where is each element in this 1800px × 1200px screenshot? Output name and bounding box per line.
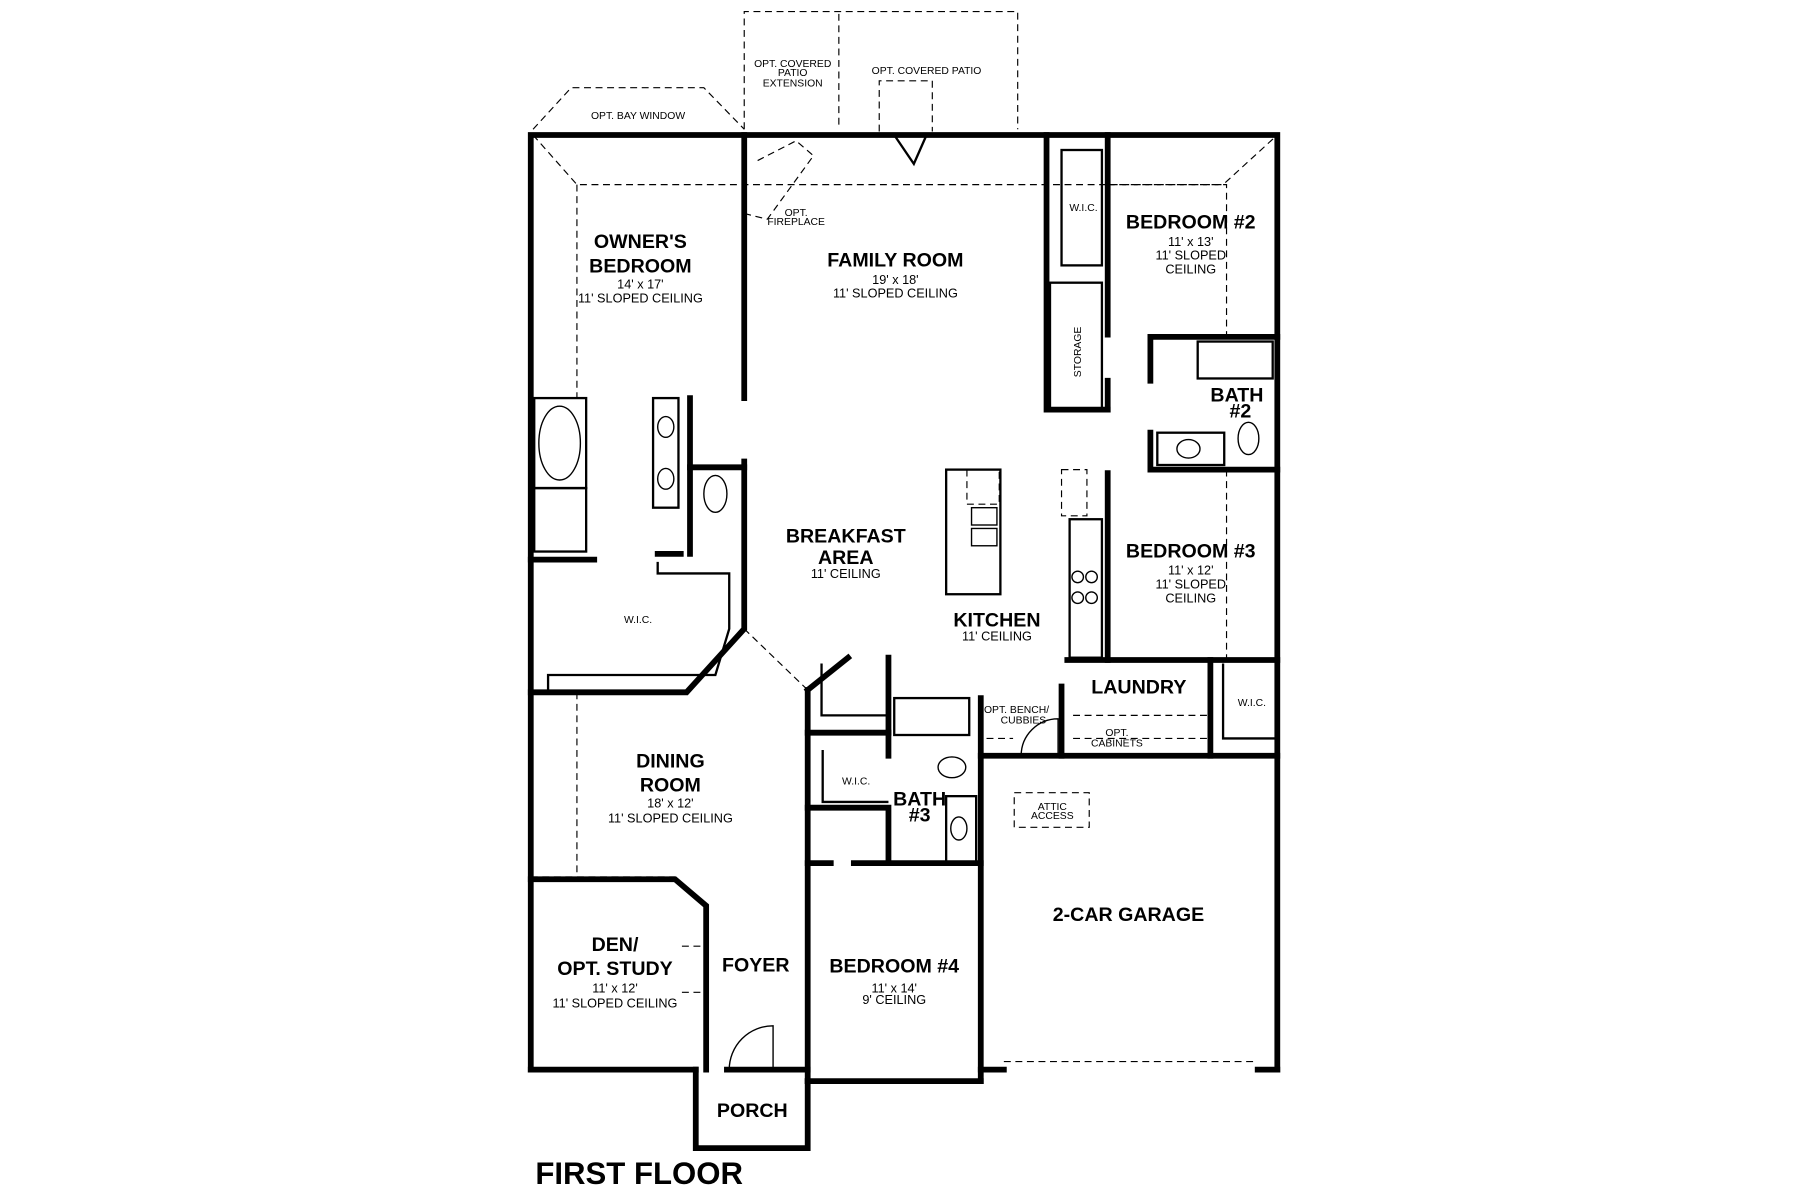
toilet-icon [1237,421,1260,456]
dining-size: 18' x 12' [647,797,693,811]
bench-label-2: CUBBIES [1001,715,1047,726]
fireplace-label-2: FIREPLACE [767,217,825,228]
dining-name-1: DINING [636,750,705,772]
breakfast-name-2: AREA [818,547,874,569]
patio-door-icon [893,134,928,167]
bedroom3-ceiling-1: 11' SLOPED [1155,577,1226,591]
kitchen-name: KITCHEN [953,610,1040,632]
garage-door-icon [1020,718,1059,756]
den-name-1: DEN/ [592,934,639,956]
front-door-icon [728,1025,774,1070]
owners-bedroom-ceiling: 11' SLOPED CEILING [578,291,703,305]
dining-ceiling: 11' SLOPED CEILING [608,812,733,826]
bedroom2-ceiling-2: CEILING [1165,262,1216,276]
counter [1068,518,1104,659]
bedroom4-name: BEDROOM #4 [829,956,959,978]
owners-bedroom-size: 14' x 17' [617,277,663,291]
patio-extension-label-2: PATIO [778,68,808,79]
closet-shelf [1060,148,1104,267]
patio-extension-label-3: EXTENSION [763,79,823,90]
bedroom2-size: 11' x 13' [1168,235,1214,249]
bedroom2-ceiling-1: 11' SLOPED [1155,249,1226,263]
stove-icon [1071,570,1085,584]
owners-bedroom-name-1: OWNER'S [594,231,687,253]
attic-label-2: ACCESS [1031,811,1074,822]
cabinets-label-2: CABINETS [1091,739,1143,750]
bedroom2-name: BEDROOM #2 [1126,211,1256,233]
family-room-name: FAMILY ROOM [827,250,963,272]
wic-label: W.I.C. [1069,203,1097,214]
bath3-name-2: #3 [909,805,931,827]
bedroom4-size: 11' x 14' [871,981,917,995]
fireplace-label-1: OPT. [785,208,808,219]
bath2-name-2: #2 [1229,401,1251,423]
storage-label: STORAGE [1073,327,1084,378]
toilet-icon [703,474,728,513]
bench-label-1: OPT. BENCH/ [984,705,1049,716]
den-size: 11' x 12' [592,981,638,995]
bedroom4-ceiling: 9' CEILING [862,993,926,1007]
breakfast-name-1: BREAKFAST [786,525,906,547]
bath3-wic-label: W.I.C. [842,777,870,788]
family-room-size: 19' x 18' [872,273,918,287]
vanity-icon [944,794,978,865]
floor-title: FIRST FLOOR [535,1156,743,1191]
bay-window-label: OPT. BAY WINDOW [591,111,685,122]
cabinets-label-1: OPT. [1105,728,1128,739]
vanity-icon [1156,431,1226,467]
laundry-wic-label: W.I.C. [1238,698,1266,709]
foyer-name: FOYER [722,955,790,977]
bedroom3-name: BEDROOM #3 [1126,540,1256,562]
den-ceiling: 11' SLOPED CEILING [553,996,678,1010]
family-room-ceiling: 11' SLOPED CEILING [833,287,958,301]
bathtub-icon [1196,340,1274,380]
owners-bedroom-name-2: BEDROOM [589,255,691,277]
kitchen-island [945,468,1002,596]
shower-icon [533,486,588,553]
laundry-name: LAUNDRY [1091,676,1186,698]
bathtub-icon [893,696,971,737]
labels: OPT. BAY WINDOW OPT. COVERED PATIO EXTEN… [535,59,1266,1191]
walls [527,132,1281,1151]
sink-icon [970,506,998,526]
bath3-name-1: BATH [893,788,946,810]
porch-name: PORCH [717,1100,788,1122]
patio-extension-label-1: OPT. COVERED [754,59,831,70]
covered-patio-label: OPT. COVERED PATIO [872,66,982,77]
bath2-name-1: BATH [1210,385,1263,407]
owners-wic-label: W.I.C. [624,615,652,626]
dining-name-2: ROOM [640,775,701,797]
attic-label-1: ATTIC [1038,802,1068,813]
bedroom3-ceiling-2: CEILING [1165,591,1216,605]
bedroom3-size: 11' x 12' [1168,564,1214,578]
bathtub-icon [533,396,588,490]
kitchen-ceiling: 11' CEILING [962,629,1032,643]
fixtures [533,134,1275,1070]
breakfast-ceiling: 11' CEILING [811,567,881,581]
vanity-icon [651,396,680,509]
garage-name: 2-CAR GARAGE [1053,904,1204,926]
den-name-2: OPT. STUDY [557,958,673,980]
toilet-icon [937,756,967,779]
